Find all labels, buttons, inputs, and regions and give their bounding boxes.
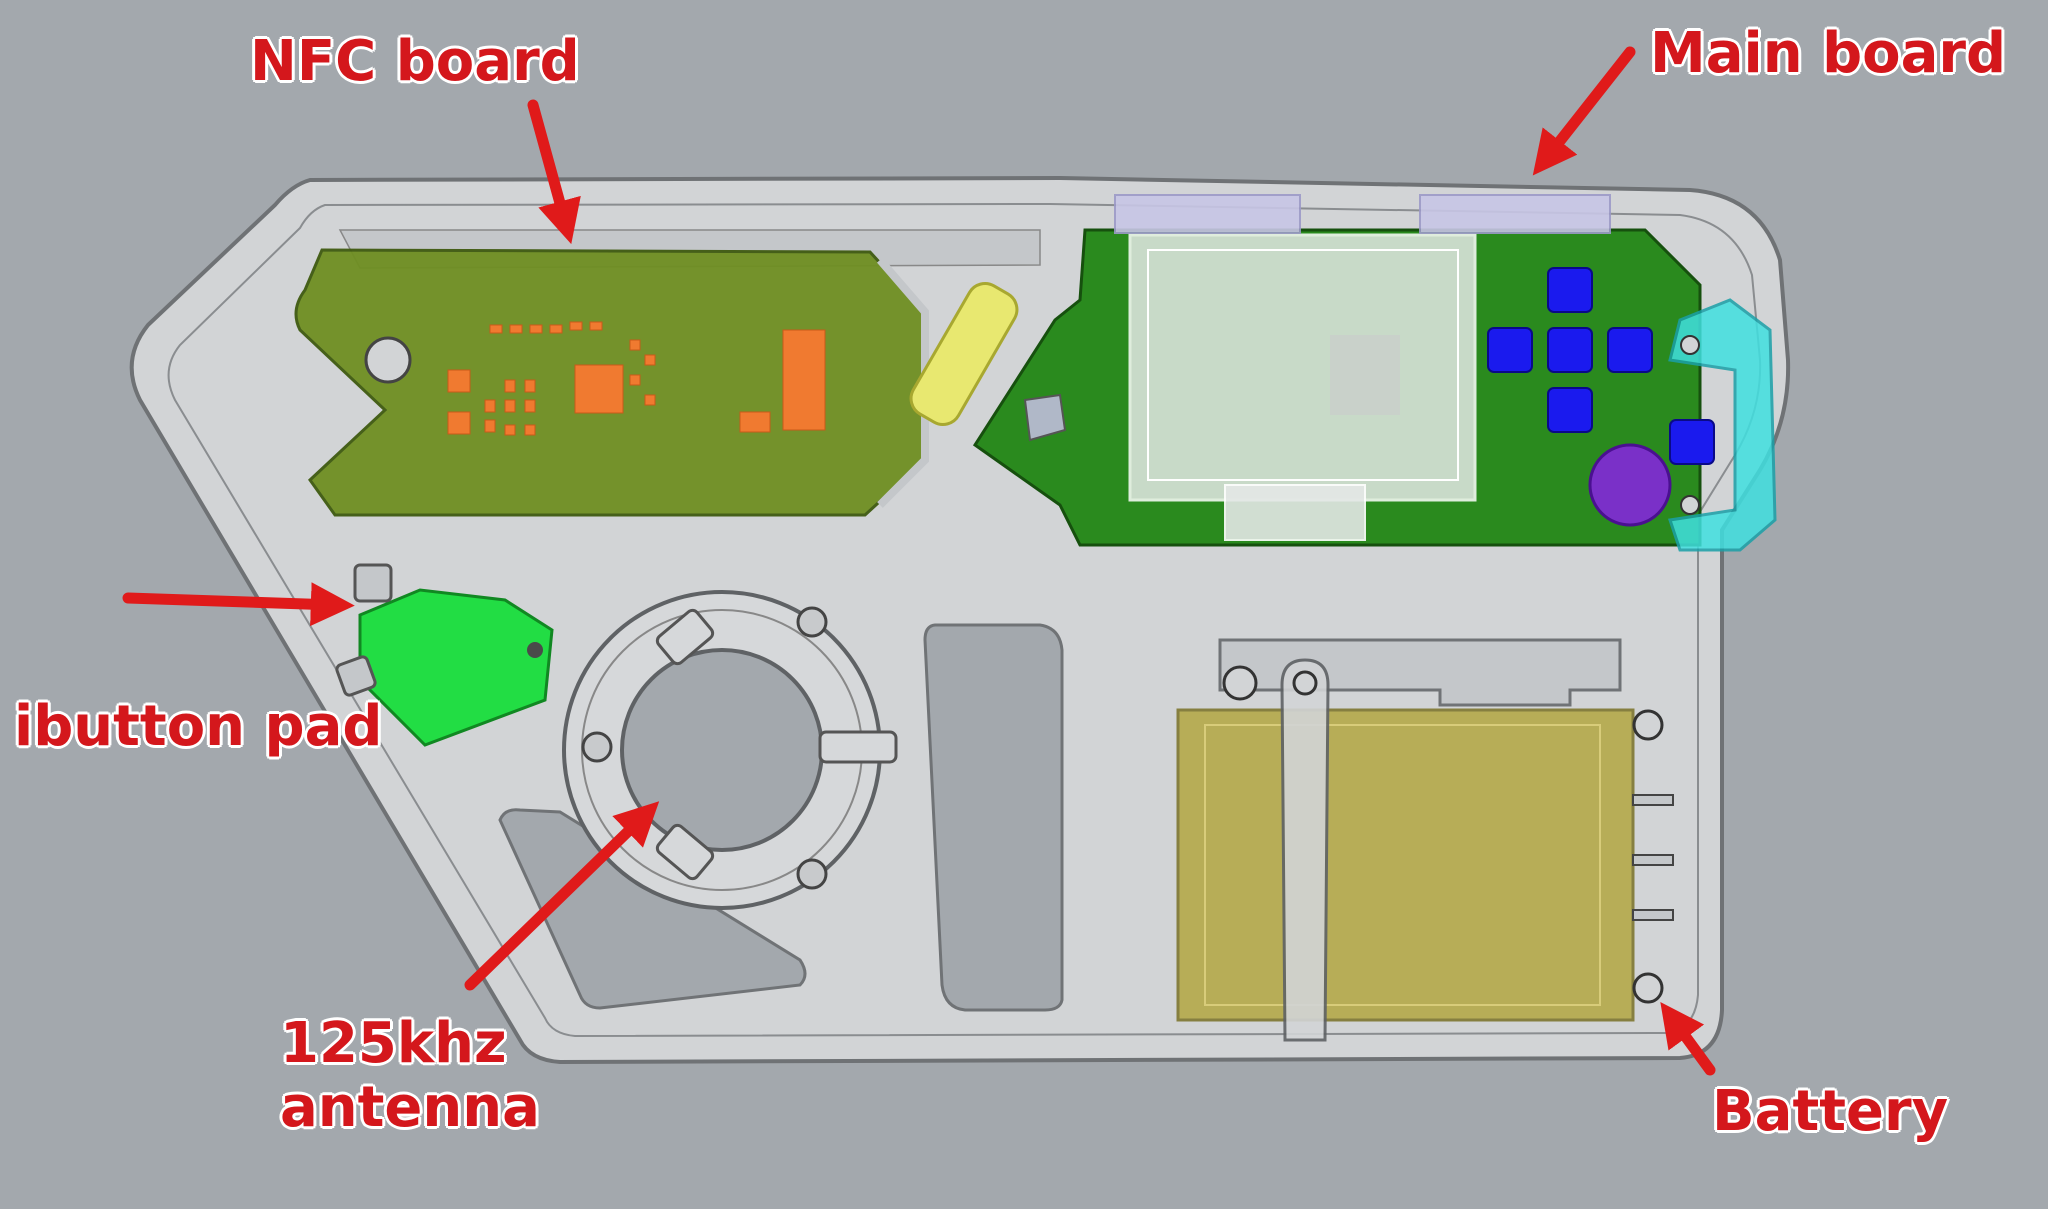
battery-label: Battery — [1712, 1079, 1949, 1144]
antenna-label: 125khz antenna — [280, 1011, 540, 1141]
battery-arrow — [1660, 1002, 1716, 1076]
antenna-label-line1: 125khz — [280, 1011, 507, 1076]
antenna-arrow — [464, 801, 660, 991]
callout-arrows — [122, 46, 1716, 1076]
nfc-board-label: NFC board — [250, 29, 580, 94]
antenna-label-line2: antenna — [280, 1075, 540, 1141]
battery — [1176, 658, 1674, 1042]
nfc-board — [294, 248, 929, 517]
nfc-board-arrow — [527, 99, 581, 245]
main-board-label: Main board — [1650, 21, 2007, 86]
main-board-arrow — [1532, 46, 1636, 176]
main-board — [909, 194, 1777, 552]
ibutton-pad — [335, 563, 554, 747]
ibutton-pad-arrow — [122, 582, 355, 627]
ibutton-pad-label: ibutton pad — [14, 694, 383, 759]
